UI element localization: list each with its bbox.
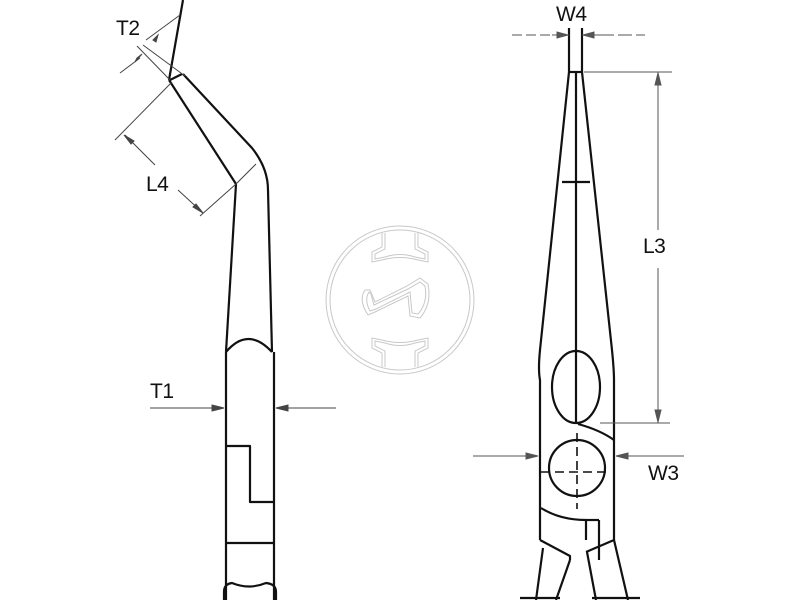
front-view-dimension-lines bbox=[473, 31, 684, 460]
label-t2: T2 bbox=[116, 17, 140, 40]
label-w4: W4 bbox=[556, 3, 587, 26]
pliers-side-view bbox=[167, 0, 278, 600]
label-t1: T1 bbox=[150, 380, 174, 403]
label-l3: L3 bbox=[643, 235, 666, 258]
logo-watermark-icon bbox=[325, 225, 475, 375]
pliers-front-view bbox=[520, 28, 640, 601]
pivot-crosshair bbox=[541, 433, 607, 509]
label-w3: W3 bbox=[648, 462, 679, 485]
label-l4: L4 bbox=[146, 173, 169, 196]
side-view-dimension-lines bbox=[114, 14, 336, 412]
